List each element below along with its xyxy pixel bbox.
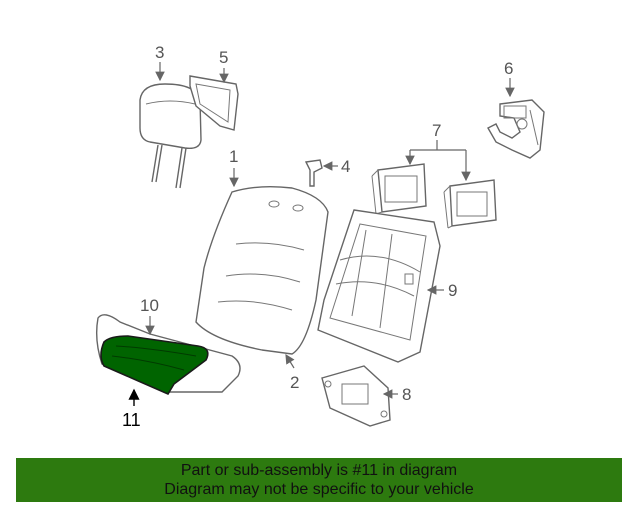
callout-9: 9 [448,281,457,300]
banner-line-1: Part or sub-assembly is #11 in diagram [180,462,458,479]
fastener-part [304,159,323,187]
seatback-cushion-part [195,185,329,355]
module-part-b [443,179,497,229]
callout-3: 3 [155,43,164,62]
bracket-part [321,365,391,427]
recliner-part [487,99,545,159]
seatback-frame-part [317,209,441,363]
callout-6: 6 [504,59,513,78]
seat-cover-part-highlighted [100,335,209,396]
info-banner: Part or sub-assembly is #11 in diagram D… [16,458,622,502]
module-part-a [371,163,427,215]
leader-2 [285,353,295,369]
headrest-panel-part [189,75,239,131]
parts-diagram: 1 2 3 4 5 6 7 8 9 10 11 [95,43,545,430]
callout-10: 10 [140,296,159,315]
callout-4: 4 [341,157,350,176]
callout-8: 8 [402,385,411,404]
callout-1: 1 [229,147,238,166]
banner-line-2: Diagram may not be specific to your vehi… [164,481,474,498]
callout-11: 11 [122,410,141,430]
callout-7: 7 [432,121,441,140]
callout-2: 2 [290,373,299,392]
callout-5: 5 [219,48,228,67]
headrest-part [139,83,202,189]
